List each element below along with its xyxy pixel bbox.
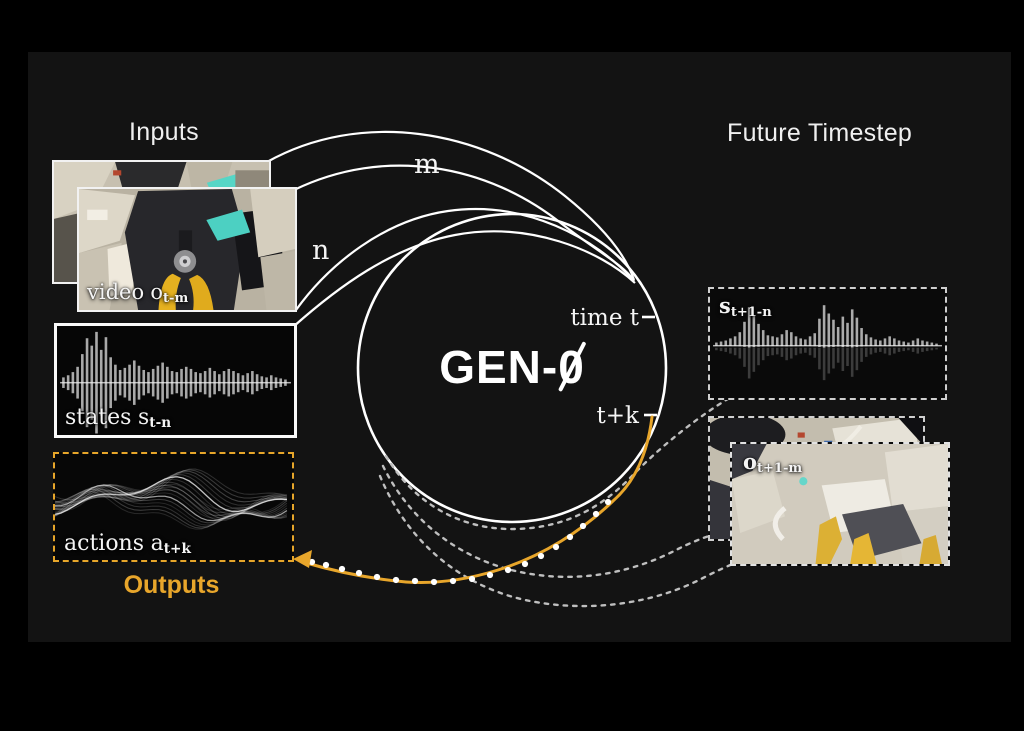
video-frame-front-image xyxy=(79,189,295,310)
gen0-title-prefix: GEN- xyxy=(439,341,559,393)
m-arc-label: m xyxy=(414,149,440,180)
future-video-frame-front: ot+1-m xyxy=(730,442,950,566)
future-video-label: ot+1-m xyxy=(743,449,803,476)
states-waveform-image xyxy=(60,331,291,434)
future-states-waveform-image xyxy=(713,305,942,381)
t-plus-k-label: t+k xyxy=(596,403,639,429)
inputs-heading: Inputs xyxy=(129,118,199,146)
future-states-label: st+1-n xyxy=(719,293,772,320)
n-arc-label: n xyxy=(312,235,330,266)
gen0-title-zero: 0 xyxy=(558,341,585,393)
actions-trajectories-image xyxy=(55,468,288,530)
outputs-heading: Outputs xyxy=(123,571,220,599)
gen0-title: GEN-0 xyxy=(412,340,612,394)
time-t-label: time t xyxy=(570,305,639,331)
future-states-box: st+1-n xyxy=(708,287,947,400)
future-timestep-heading: Future Timestep xyxy=(727,119,913,147)
